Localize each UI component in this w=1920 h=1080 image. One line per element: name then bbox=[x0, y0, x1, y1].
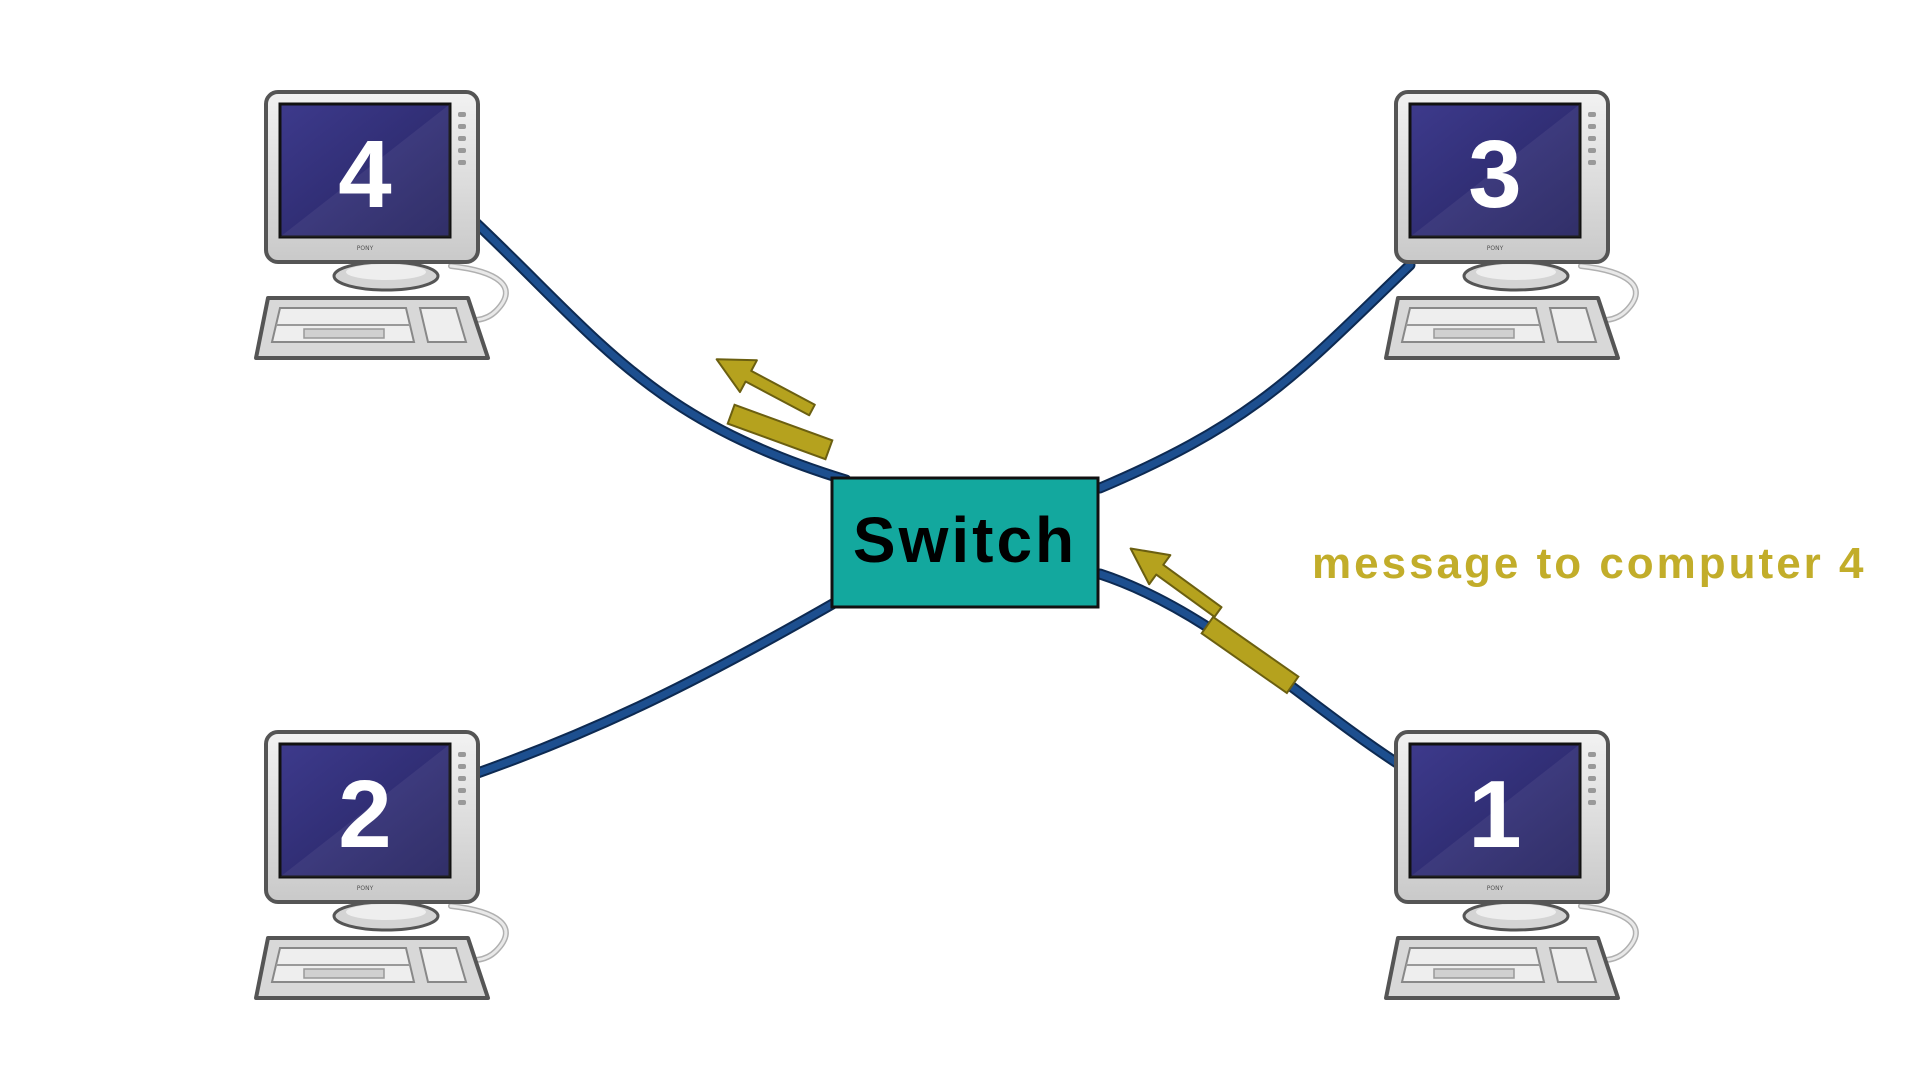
switch-label: Switch bbox=[853, 504, 1077, 576]
cable-to-computer-3 bbox=[1094, 259, 1416, 494]
arrow-toward-computer-4 bbox=[715, 358, 816, 417]
cables bbox=[466, 216, 1416, 781]
computer-1: 1 PONY bbox=[1386, 732, 1636, 998]
computer-3-number: 3 bbox=[1468, 121, 1521, 228]
switch-box bbox=[830, 476, 1100, 609]
computer-4-brand: PONY bbox=[357, 245, 374, 252]
computer-1-number: 1 bbox=[1468, 761, 1521, 868]
computer-2-brand: PONY bbox=[357, 885, 374, 892]
computer-2-number: 2 bbox=[338, 761, 391, 868]
packet-near-computer-4 bbox=[726, 403, 834, 461]
message-label: message to computer 4 bbox=[1312, 539, 1867, 588]
computer-1-brand: PONY bbox=[1487, 885, 1504, 892]
packet-near-computer-1 bbox=[1200, 615, 1300, 695]
switch: Switch bbox=[830, 476, 1100, 609]
computer-4-number: 4 bbox=[338, 121, 391, 228]
cable-to-computer-2 bbox=[466, 596, 842, 781]
computer-2: 2 PONY bbox=[256, 732, 506, 998]
computer-4: 4 PONY bbox=[256, 92, 506, 358]
arrow-toward-switch bbox=[1129, 547, 1223, 618]
computer-3-brand: PONY bbox=[1487, 245, 1504, 252]
computer-3: 3 PONY bbox=[1386, 92, 1636, 358]
